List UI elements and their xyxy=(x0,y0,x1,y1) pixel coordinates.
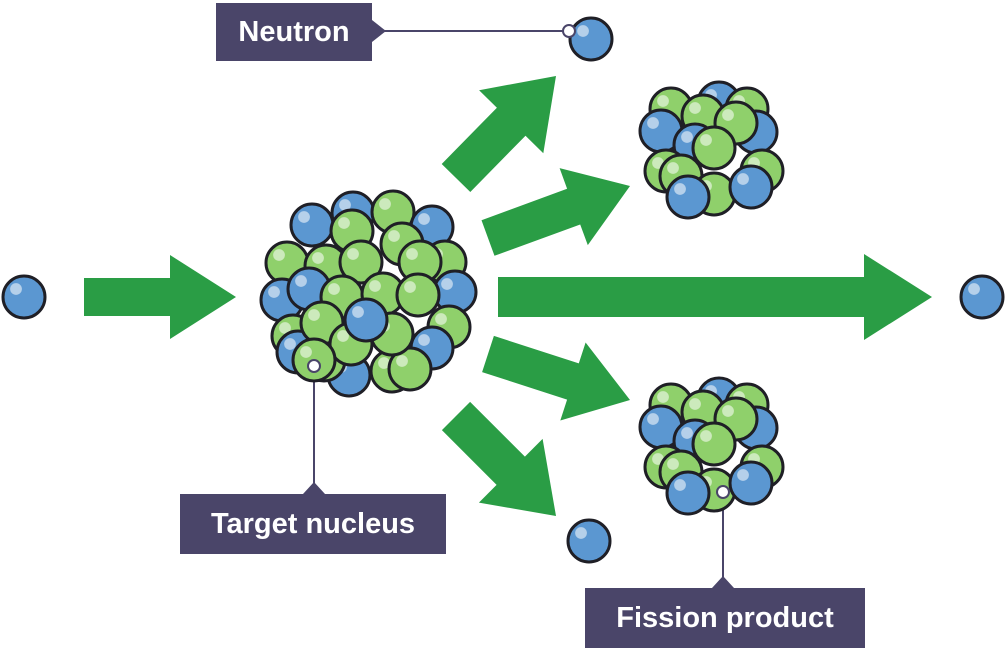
target-nucleus-particle xyxy=(343,297,389,343)
target-nucleus-label-pointer xyxy=(303,482,325,494)
released-neutron-right xyxy=(959,274,1005,320)
incoming-neutron xyxy=(1,274,47,320)
straight-outgoing-arrow xyxy=(498,254,932,340)
neutron-anchor-dot xyxy=(562,24,576,38)
lower-neutron-arrow xyxy=(441,401,556,516)
arrows xyxy=(84,76,932,516)
fission-product-particle xyxy=(691,125,737,171)
fission-product-particle xyxy=(665,174,711,220)
free-neutrons xyxy=(1,16,1005,564)
incoming-neutron-arrow xyxy=(84,255,236,339)
target-nucleus-particle xyxy=(338,239,384,285)
upper-neutron-arrow xyxy=(441,76,556,192)
target-nucleus-particle xyxy=(395,272,441,318)
target-nucleus xyxy=(259,189,478,398)
fission-product-anchor-dot xyxy=(716,485,730,499)
target-nucleus-anchor-dot xyxy=(307,359,321,373)
fission-product-particle xyxy=(728,460,774,506)
released-neutron-bottom xyxy=(566,518,612,564)
target-nucleus-particle xyxy=(387,346,433,392)
fission-product-top xyxy=(638,80,785,220)
target-nucleus-particle xyxy=(289,202,335,248)
label-anchor-dots xyxy=(307,24,730,499)
fission-product-bottom xyxy=(638,376,785,516)
neutron-label: Neutron xyxy=(216,3,372,61)
fission-product-label: Fission product xyxy=(585,588,865,648)
fission-product-particle xyxy=(728,164,774,210)
neutron-label-pointer xyxy=(372,20,386,42)
fission-product-label-pointer xyxy=(712,576,734,588)
upper-product-arrow xyxy=(481,168,630,256)
fission-product-particle xyxy=(691,421,737,467)
lower-product-arrow xyxy=(482,335,630,421)
target-nucleus-label: Target nucleus xyxy=(180,494,446,554)
released-neutron-top xyxy=(568,16,614,62)
fission-product-particle xyxy=(665,470,711,516)
